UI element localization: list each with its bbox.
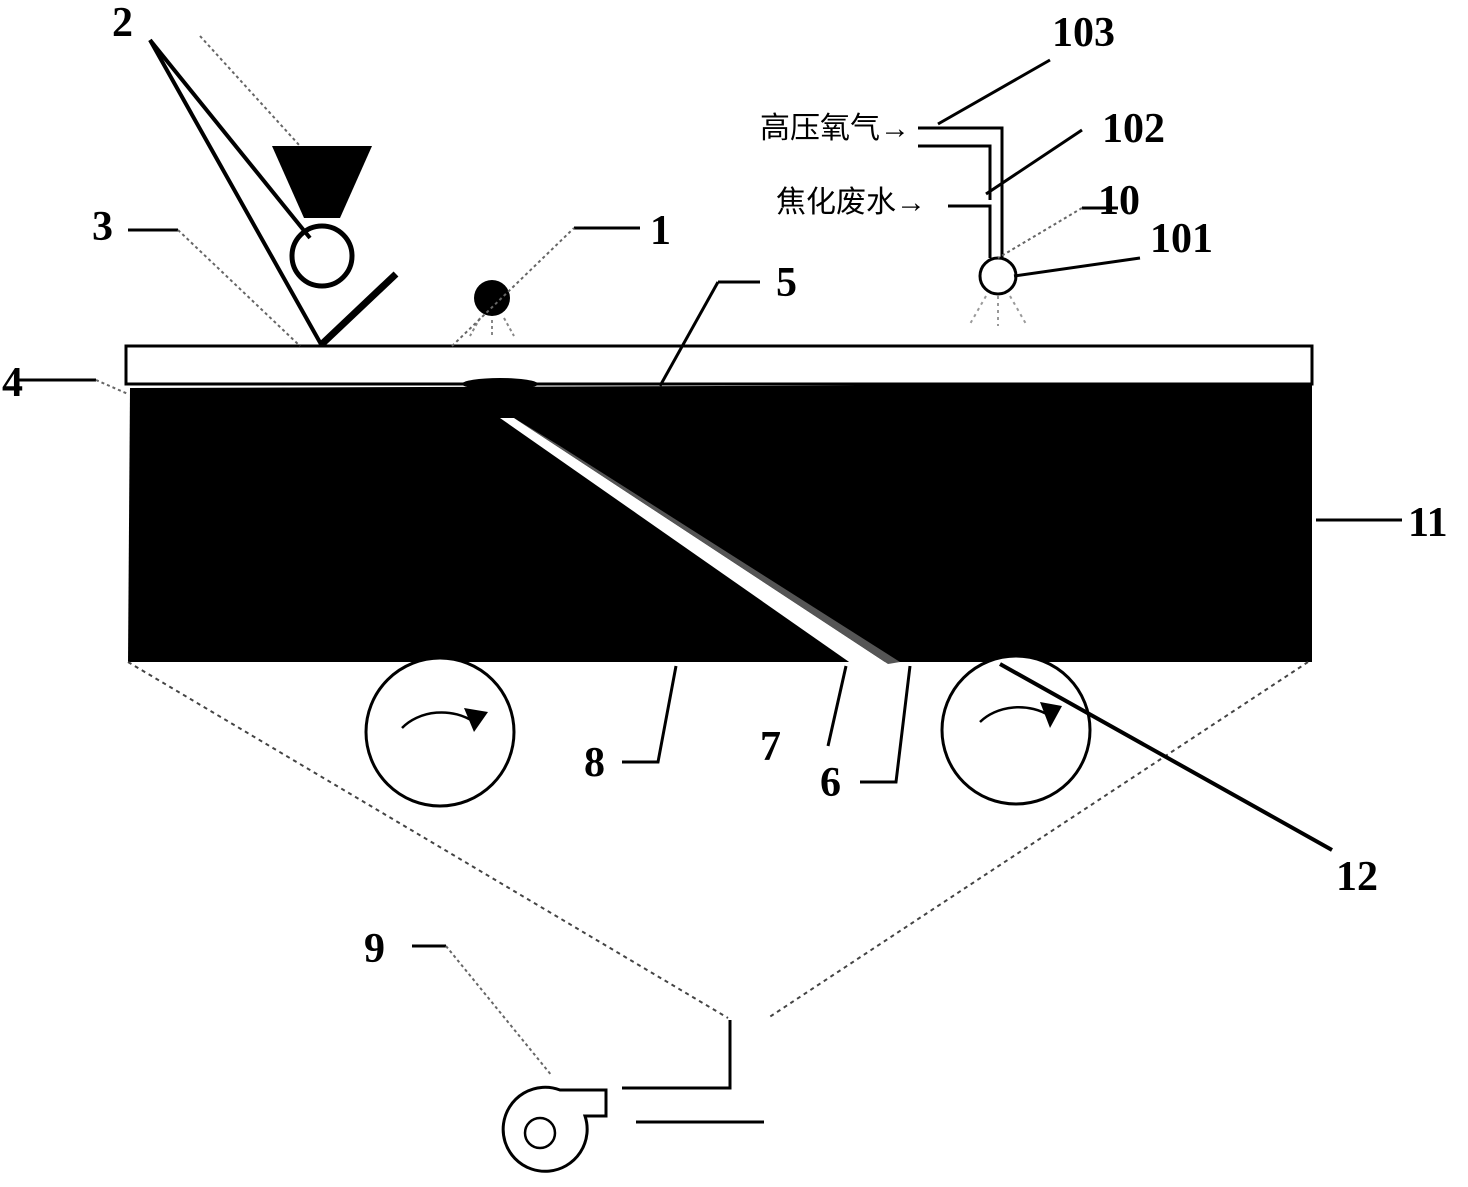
label-9: 9 (364, 926, 385, 972)
label-4: 4 (2, 360, 23, 406)
label-102: 102 (1102, 106, 1165, 152)
label-7: 7 (760, 724, 781, 770)
sinter-bed (128, 384, 1312, 662)
label-1: 1 (650, 208, 671, 254)
exhaust-duct (622, 1020, 764, 1124)
wind-box (127, 661, 1309, 1019)
igniter-ball (474, 280, 510, 316)
left-rotation-arrow (401, 711, 475, 729)
label-10: 10 (1098, 178, 1140, 224)
label-101: 101 (1150, 216, 1213, 262)
dotted-leaders (95, 35, 1083, 1077)
spray-mist (969, 295, 1027, 326)
leader-2a (148, 39, 324, 347)
label-8: 8 (584, 740, 605, 786)
combustion-front-grey (514, 418, 900, 664)
label-103: 103 (1052, 10, 1115, 56)
exhaust-fan-hub (523, 1116, 557, 1150)
right-arrow-head (1040, 702, 1062, 728)
chute-plate (319, 271, 399, 347)
leader-2b (148, 38, 312, 240)
label-6: 6 (820, 760, 841, 806)
label-2: 2 (112, 0, 133, 46)
combustion-front (500, 418, 888, 664)
label-3: 3 (92, 204, 113, 250)
wastewater-input-label: 焦化废水→ (776, 186, 926, 219)
spray-nozzle (978, 256, 1018, 296)
right-roller (940, 654, 1092, 806)
oxygen-pipe (918, 126, 1004, 258)
ignition-layer-outline (124, 344, 1314, 386)
right-rotation-arrow (979, 705, 1051, 723)
leader-12 (999, 662, 1333, 852)
igniter-rays (469, 317, 515, 338)
left-arrow-head (464, 708, 488, 732)
left-roller (364, 656, 516, 808)
label-5: 5 (776, 260, 797, 306)
top-mark (462, 378, 538, 390)
oxygen-input-label: 高压氧气→ (760, 112, 910, 145)
label-12: 12 (1336, 854, 1378, 900)
feed-hopper (272, 146, 372, 218)
feed-roller (289, 223, 355, 289)
label-11: 11 (1408, 500, 1448, 546)
leader-lines (18, 58, 1402, 948)
exhaust-fan-housing (501, 1085, 608, 1173)
